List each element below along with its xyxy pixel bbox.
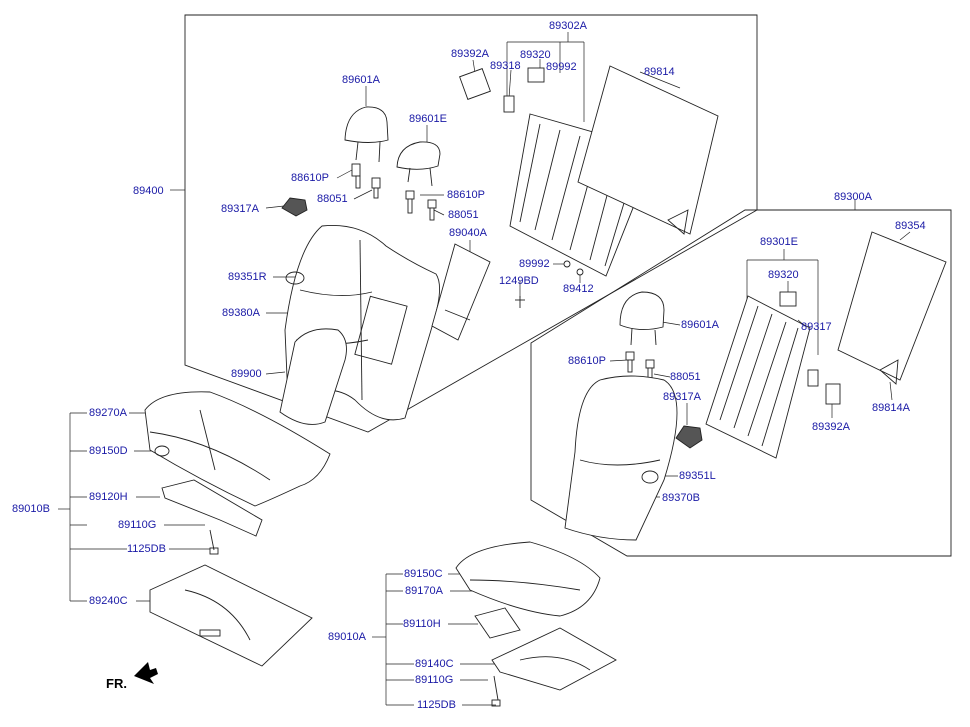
label-89170A: 89170A xyxy=(405,585,443,597)
label-89320-2: 89320 xyxy=(768,269,799,281)
label-89992: 89992 xyxy=(519,258,550,270)
bezel-89317A xyxy=(281,197,308,217)
label-89302A: 89302A xyxy=(549,20,587,32)
label-89992-2: 89992 xyxy=(546,61,577,73)
headrest-guides xyxy=(351,163,655,385)
label-89150D: 89150D xyxy=(89,445,128,457)
label-1249BD: 1249BD xyxy=(499,275,539,287)
label-89400: 89400 xyxy=(133,185,164,197)
label-89900: 89900 xyxy=(231,368,262,380)
label-89317A: 89317A xyxy=(221,203,259,215)
label-89317: 89317 xyxy=(801,321,832,333)
pan-89140C xyxy=(491,627,617,691)
label-89392A: 89392A xyxy=(451,48,489,60)
label-89320: 89320 xyxy=(520,49,551,61)
label-88051-3: 88051 xyxy=(670,371,701,383)
seatback-rh-group-frame xyxy=(530,209,952,557)
label-88610P-2: 88610P xyxy=(447,189,485,201)
label-89318: 89318 xyxy=(490,60,521,72)
seatback-group-frame xyxy=(184,14,758,433)
label-89010B: 89010B xyxy=(12,503,50,515)
board-89354 xyxy=(837,231,947,385)
label-88610P: 88610P xyxy=(291,172,329,184)
pan-89240C xyxy=(149,564,313,667)
headrest-89601A xyxy=(344,106,389,163)
label-89301E: 89301E xyxy=(760,236,798,248)
bolt-1125DB-2 xyxy=(491,675,501,707)
label-88610P-3: 88610P xyxy=(568,355,606,367)
label-89370B: 89370B xyxy=(662,492,700,504)
label-88051-2: 88051 xyxy=(448,209,479,221)
label-89010A: 89010A xyxy=(328,631,366,643)
label-89140C: 89140C xyxy=(415,658,454,670)
headrest-rh xyxy=(619,291,665,346)
label-89317A-2: 89317A xyxy=(663,391,701,403)
bezel-89317A-rh xyxy=(675,425,703,449)
headrest-89601E xyxy=(396,141,441,187)
label-89110H: 89110H xyxy=(403,618,441,630)
board-89814 xyxy=(577,65,719,235)
label-89110G-2: 89110G xyxy=(415,674,454,686)
cushion-89010B xyxy=(144,391,331,507)
wire-89120H xyxy=(161,479,263,537)
seatback-cover-rh xyxy=(564,375,678,541)
label-89601A: 89601A xyxy=(342,74,380,86)
armrest-89900 xyxy=(279,328,347,425)
small-parts xyxy=(503,67,819,387)
label-88051: 88051 xyxy=(317,193,348,205)
bolt-1125DB xyxy=(209,529,219,555)
label-89380A: 89380A xyxy=(222,307,260,319)
label-89040A: 89040A xyxy=(449,227,487,239)
label-89814A: 89814A xyxy=(872,402,910,414)
front-direction-label: FR. xyxy=(106,676,127,691)
label-89351R: 89351R xyxy=(228,271,267,283)
label-89120H: 89120H xyxy=(89,491,128,503)
label-89392A-2: 89392A xyxy=(812,421,850,433)
label-89601E: 89601E xyxy=(409,113,447,125)
cover-89040A xyxy=(431,243,491,341)
frame-89301E xyxy=(705,295,811,459)
label-89300A: 89300A xyxy=(834,191,872,203)
label-89412: 89412 xyxy=(563,283,594,295)
label-89270A: 89270A xyxy=(89,407,127,419)
latch-89392A xyxy=(459,68,841,405)
label-89110G: 89110G xyxy=(118,519,157,531)
label-89601A-2: 89601A xyxy=(681,319,719,331)
label-1125DB: 1125DB xyxy=(127,543,166,555)
label-89150C: 89150C xyxy=(404,568,443,580)
label-89351L: 89351L xyxy=(679,470,716,482)
label-89354: 89354 xyxy=(895,220,926,232)
label-89814: 89814 xyxy=(644,66,675,78)
front-arrow-icon xyxy=(134,662,158,684)
wire-89110H xyxy=(474,607,521,639)
label-1125DB-2: 1125DB xyxy=(417,699,456,711)
cushion-89010A xyxy=(455,541,601,617)
label-89240C: 89240C xyxy=(89,595,128,607)
